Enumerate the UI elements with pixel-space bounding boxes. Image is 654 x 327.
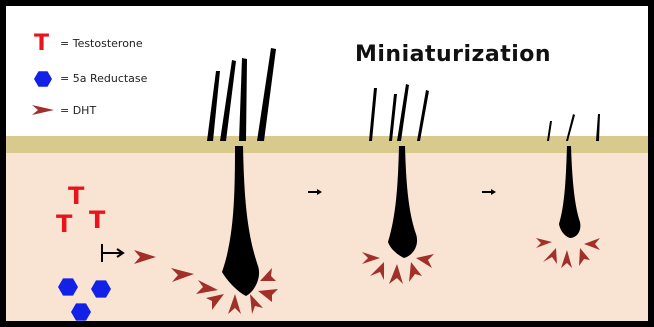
air-background: [6, 6, 648, 136]
testosterone-icon: T: [89, 206, 106, 234]
legend-dht-label: = DHT: [60, 104, 96, 117]
legend-reductase-label: = 5a Reductase: [60, 72, 148, 85]
testosterone-icon: T: [68, 182, 85, 210]
scalp-surface-band: [6, 136, 648, 153]
miniaturization-diagram: T = Testosterone = 5a Reductase = DHT Mi…: [6, 6, 648, 321]
testosterone-icon: T: [56, 210, 73, 238]
testosterone-icon: T: [34, 31, 49, 56]
legend-testosterone-label: = Testosterone: [60, 37, 143, 50]
diagram-title: Miniaturization: [355, 42, 551, 67]
